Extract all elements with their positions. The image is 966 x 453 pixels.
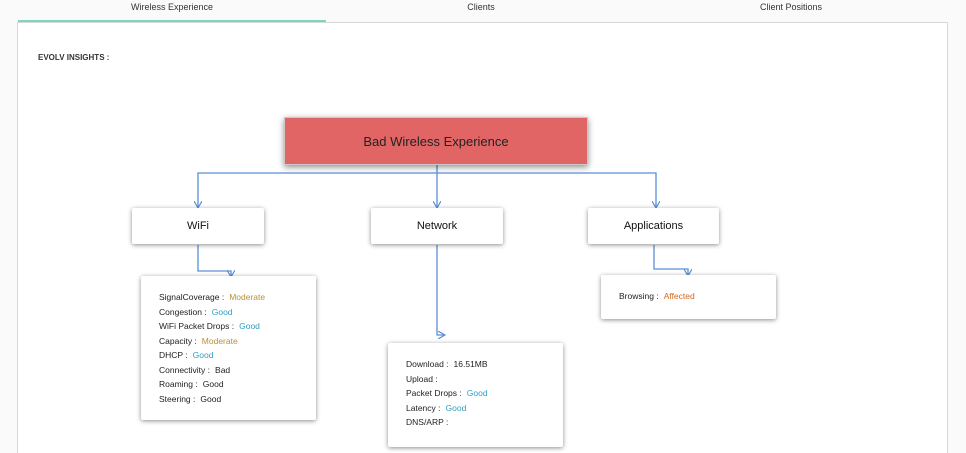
connector-network-detail bbox=[436, 245, 444, 335]
metric-value: Good bbox=[202, 379, 224, 389]
metric-value: Moderate bbox=[201, 335, 238, 346]
metric-row: Upload : bbox=[406, 372, 563, 387]
metric-label: Packet Drops : bbox=[406, 388, 462, 398]
category-network[interactable]: Network bbox=[371, 208, 503, 244]
tab-wireless-experience[interactable]: Wireless Experience bbox=[18, 0, 326, 23]
metric-label: Steering : bbox=[159, 393, 196, 404]
insights-title: EVOLV INSIGHTS : bbox=[38, 53, 110, 62]
metric-row: Packet Drops : Good bbox=[406, 386, 563, 401]
metric-row: DNS/ARP : bbox=[406, 415, 563, 430]
metric-label: Congestion : bbox=[159, 306, 207, 317]
metric-row: Connectivity : Bad bbox=[159, 363, 316, 378]
tab-client-positions[interactable]: Client Positions bbox=[759, 2, 823, 12]
metric-row: Download : 16.51MB bbox=[406, 357, 563, 372]
root-branch-line bbox=[276, 164, 598, 174]
connector-wifi bbox=[198, 172, 276, 207]
metric-row: Latency : Good bbox=[406, 401, 563, 416]
metric-value: Good bbox=[466, 388, 488, 398]
metric-label: Connectivity : bbox=[159, 364, 211, 375]
metric-label: Upload : bbox=[406, 373, 438, 384]
connector-wifi-detail bbox=[197, 245, 231, 276]
root-node-label: Bad Wireless Experience bbox=[363, 133, 509, 149]
metric-value: Good bbox=[239, 321, 260, 331]
metric-row: Browsing : Affected bbox=[619, 289, 776, 304]
metric-label: DHCP : bbox=[159, 350, 188, 360]
metric-value: Affected bbox=[663, 291, 695, 301]
category-applications[interactable]: Applications bbox=[588, 208, 719, 244]
metric-label: SignalCoverage : bbox=[159, 292, 225, 302]
metric-value: Bad bbox=[215, 364, 231, 375]
metric-label: Browsing : bbox=[619, 291, 659, 301]
metric-label: WiFi Packet Drops : bbox=[159, 321, 235, 331]
category-network-label: Network bbox=[416, 220, 458, 232]
category-applications-label: Applications bbox=[623, 220, 684, 232]
root-node: Bad Wireless Experience bbox=[284, 117, 588, 165]
applications-detail-card: Browsing : Affected bbox=[601, 275, 776, 319]
metric-value: 16.51MB bbox=[453, 359, 488, 369]
metric-value: Good bbox=[200, 393, 222, 404]
category-wifi[interactable]: WiFi bbox=[132, 208, 264, 244]
metric-label: Latency : bbox=[406, 402, 441, 413]
tab-bar: Wireless Experience Clients Client Posit… bbox=[0, 0, 966, 23]
network-detail-card: Download : 16.51MB Upload : Packet Drops : G… bbox=[388, 343, 563, 447]
metric-value: Moderate bbox=[229, 292, 266, 302]
metric-row: Roaming : Good bbox=[159, 377, 316, 392]
metric-label: Roaming : bbox=[159, 379, 198, 389]
connector-applications bbox=[598, 172, 656, 207]
metric-value: Good bbox=[445, 402, 467, 413]
tab-clients[interactable]: Clients bbox=[467, 2, 495, 12]
metric-label: DNS/ARP : bbox=[406, 417, 449, 427]
insights-panel: EVOLV INSIGHTS : Bad Wireless Experience… bbox=[17, 22, 948, 453]
metric-label: Download : bbox=[406, 359, 449, 369]
metric-row: Steering : Good bbox=[159, 392, 316, 407]
tree-connectors bbox=[18, 164, 947, 453]
metric-row: Capacity : Moderate bbox=[159, 334, 316, 349]
metric-row: SignalCoverage : Moderate bbox=[159, 290, 316, 305]
connector-applications-detail bbox=[653, 245, 688, 275]
metric-row: Congestion : Good bbox=[159, 305, 316, 320]
category-wifi-label: WiFi bbox=[187, 220, 209, 232]
metric-value: Good bbox=[192, 350, 214, 360]
metric-label: Capacity : bbox=[159, 335, 197, 346]
metric-row: DHCP : Good bbox=[159, 348, 316, 363]
metric-row: WiFi Packet Drops : Good bbox=[159, 319, 316, 334]
metric-value: Good bbox=[211, 306, 233, 317]
